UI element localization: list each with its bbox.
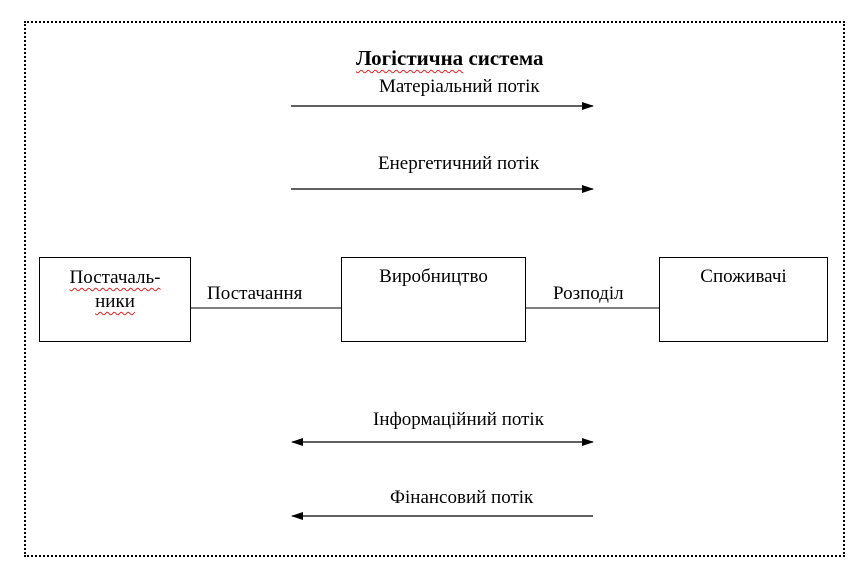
suppliers-label-line1-text: Постачаль- [69, 267, 161, 288]
suppliers-node: Постачаль- ники [39, 257, 191, 342]
diagram-title: Логістична система [356, 46, 543, 70]
suppliers-label-line2-text: ники [95, 291, 135, 312]
title-word-2: система [463, 46, 544, 70]
suppliers-label-line2: ники [40, 290, 190, 314]
production-node: Виробництво [341, 257, 526, 342]
consumers-label: Споживачі [700, 266, 787, 287]
logistics-system-frame [24, 21, 845, 557]
financial-flow-label: Фінансовий потік [390, 487, 534, 508]
energy-flow-label: Енергетичний потік [378, 153, 540, 174]
consumers-node: Споживачі [659, 257, 828, 342]
material-flow-label: Матеріальний потік [379, 76, 540, 97]
title-word-1: Логістична [356, 46, 464, 70]
suppliers-label-line1: Постачаль- [40, 266, 190, 290]
distribution-label: Розподіл [553, 283, 624, 304]
supply-label: Постачання [207, 283, 303, 304]
information-flow-label: Інформаційний потік [373, 409, 544, 430]
production-label: Виробництво [379, 266, 488, 287]
